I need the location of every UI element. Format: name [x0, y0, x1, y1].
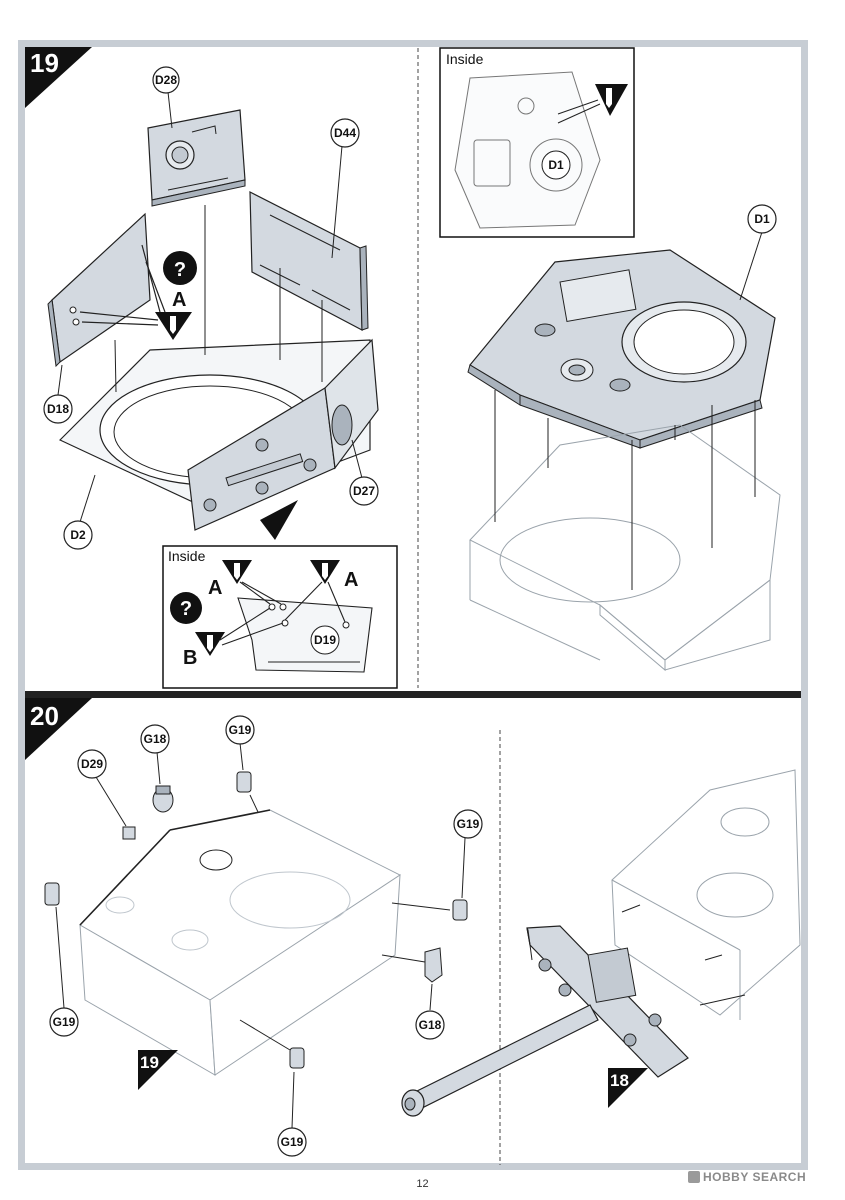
inset-top-part-label: D1	[548, 158, 564, 172]
inset-letter-a-left: A	[208, 577, 222, 599]
label-g19-left: G19	[49, 1007, 79, 1037]
part-d29	[122, 826, 136, 840]
step20-arrows	[239, 794, 451, 1051]
step19-ghost-hull	[469, 424, 781, 672]
inset-letter-a-right: A	[344, 569, 358, 591]
inset-d1-inside-view: Inside D1	[439, 47, 635, 238]
drill-icon-inset-top	[595, 84, 628, 116]
page-number: 12	[416, 1178, 429, 1190]
step20-right-arrows	[621, 904, 746, 1006]
part-g19-bottom	[289, 1047, 305, 1069]
label-d29-text: D29	[81, 757, 103, 771]
warning-question-marker: ?	[163, 251, 197, 285]
inset-d19-inside-view: Inside D19 A A B ?	[162, 500, 398, 689]
marker-a-text: A	[172, 289, 186, 311]
label-d44-text: D44	[334, 126, 356, 140]
label-g19-bottom: G19	[277, 1127, 307, 1157]
part-gun-mantlet	[526, 925, 689, 1078]
label-d2-text: D2	[70, 528, 86, 542]
inset-top-title: Inside	[446, 51, 484, 67]
inset-bottom-title: Inside	[168, 548, 206, 564]
watermark-text: HOBBY SEARCH	[703, 1170, 807, 1184]
label-d29: D29	[77, 749, 107, 779]
label-g18-top: G18	[140, 724, 170, 754]
label-g18-right-text: G18	[419, 1018, 442, 1032]
ref-step19-badge: 19	[138, 1050, 178, 1090]
step19-right-arrows	[494, 390, 756, 590]
label-g18-right: G18	[415, 1010, 445, 1040]
part-g19-left	[44, 882, 60, 906]
part-d44-panel	[249, 191, 369, 332]
step-separator-bar	[25, 691, 801, 698]
label-g19-top: G19	[225, 715, 255, 745]
part-d1-hull-top	[467, 249, 776, 449]
step19-number: 19	[30, 48, 59, 78]
label-d18-text: D18	[47, 402, 69, 416]
label-g19-right: G19	[453, 809, 483, 839]
label-g18-top-text: G18	[144, 732, 167, 746]
drill-hole-icon	[155, 312, 192, 340]
ref-step18-badge: 18	[608, 1068, 648, 1108]
part-g19-right	[452, 899, 468, 921]
label-d1: D1	[747, 204, 777, 234]
part-d28-panel	[147, 109, 246, 207]
inset-question-glyph: ?	[180, 598, 192, 620]
ref-step18-text: 18	[610, 1071, 629, 1090]
step20-badge: 20	[25, 698, 92, 760]
label-d2: D2	[63, 520, 93, 550]
inset-letter-b: B	[183, 647, 197, 669]
label-d44: D44	[330, 118, 360, 148]
part-g18-top	[152, 785, 174, 813]
drill-icon-inset-b	[195, 632, 225, 656]
part-d27-front-plate	[187, 338, 379, 531]
watermark-logo: HOBBY SEARCH	[688, 1170, 806, 1184]
label-d28-text: D28	[155, 73, 177, 87]
drill-icon-inset-a1	[222, 560, 252, 584]
ref-step19-text: 19	[140, 1053, 159, 1072]
step20-right-hull-ghost	[611, 769, 801, 1020]
step19-assembly-arrows	[114, 205, 323, 393]
part-d18-panel	[47, 212, 151, 368]
label-g19-right-text: G19	[457, 817, 480, 831]
question-mark-glyph: ?	[174, 259, 186, 281]
label-d28: D28	[152, 66, 180, 94]
label-d18: D18	[43, 394, 73, 424]
label-g19-left-text: G19	[53, 1015, 76, 1029]
part-g18-right	[424, 947, 443, 983]
label-d1-text: D1	[754, 212, 770, 226]
step19-badge: 19	[25, 47, 92, 108]
drill-icon-inset-a2	[310, 560, 340, 584]
step20-number: 20	[30, 701, 59, 731]
part-gun-barrel	[401, 1004, 599, 1117]
inset-bottom-part-label: D19	[314, 633, 336, 647]
label-g19-top-text: G19	[229, 723, 252, 737]
label-d27-text: D27	[353, 484, 375, 498]
label-g19-bottom-text: G19	[281, 1135, 304, 1149]
watermark-mark-icon	[688, 1171, 700, 1183]
part-g19-top	[236, 771, 252, 793]
label-d27: D27	[349, 476, 379, 506]
step20-hull-assembly	[79, 809, 401, 1076]
